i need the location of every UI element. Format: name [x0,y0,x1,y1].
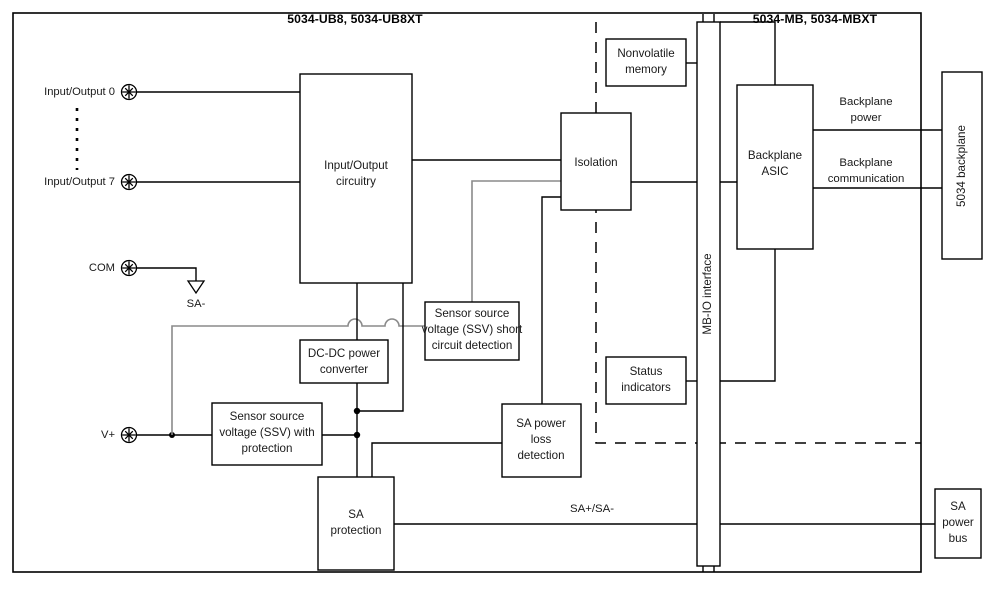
block-mb-io-interface[interactable]: MB-IO interface [696,21,721,567]
block-status-indicators-label-line2: indicators [621,381,671,394]
sa-minus-ground-symbol [186,280,206,295]
wire-com-to-sa-minus [137,267,197,281]
block-backplane-asic-label-line2: ASIC [761,165,788,178]
terminal-label-com: COM [89,262,115,274]
block-sa-power-bus[interactable]: SA power bus [934,488,982,559]
block-nvm-label-line2: memory [625,63,667,76]
wire-label-backplane-power-line2: power [850,112,881,124]
wire-mbio-to-backplane-asic-top [720,21,776,85]
block-backplane-asic[interactable]: Backplane ASIC [736,84,814,250]
block-ssv-short-circuit-detection[interactable]: Sensor source voltage (SSV) short circui… [422,301,523,361]
wire-gray-ssv-short-to-isolation [471,180,561,302]
terminal-io7 [120,173,138,191]
block-sa-power-bus-label-line3: bus [949,532,968,545]
block-sa-power-loss-label-line1: SA power [516,417,566,430]
terminal-label-io0: Input/Output 0 [44,86,115,98]
block-dcdc-label-line1: DC-DC power [308,347,380,360]
diagram-outer-frame [12,12,922,573]
terminal-label-vplus: V+ [101,429,115,441]
block-status-indicators[interactable]: Status indicators [605,356,687,405]
block-sa-power-bus-label-line1: SA [950,500,966,513]
block-ssv-short-label-line2: voltage (SSV) short [422,323,523,336]
block-5034-backplane[interactable]: 5034 backplane [941,71,983,260]
block-isolation-label: Isolation [574,156,617,169]
terminal-io0 [120,83,138,101]
terminal-label-io7: Input/Output 7 [44,176,115,188]
block-sa-power-loss-detection[interactable]: SA power loss detection [501,403,582,478]
block-nonvolatile-memory[interactable]: Nonvolatile memory [605,38,687,87]
block-sa-power-loss-label-line3: detection [517,449,564,462]
terminal-vplus [120,426,138,444]
block-ssv-short-label-line3: circuit detection [432,339,513,352]
block-dcdc-label-line2: converter [320,363,368,376]
wire-sa-bus-to-power-loss-detection [371,442,502,477]
wire-ssv-short-sense-branch [357,283,404,412]
wire-label-sa-plus-sa-minus: SA+/SA- [570,503,614,515]
section-title-left: 5034-UB8, 5034-UB8XT [287,12,423,26]
block-ssv-protection-label-line2: voltage (SSV) with [219,426,314,439]
block-ssv-with-protection[interactable]: Sensor source voltage (SSV) with protect… [211,402,323,466]
block-status-indicators-label-line1: Status [630,365,663,378]
wire-gray-vplus-to-ssv-short [171,318,425,435]
block-io-circuitry-label-line2: circuitry [336,175,376,188]
block-nvm-label-line1: Nonvolatile [617,47,674,60]
block-ssv-protection-label-line3: protection [242,442,293,455]
block-io-circuitry-label-line1: Input/Output [324,159,389,172]
section-title-right: 5034-MB, 5034-MBXT [753,12,878,26]
block-backplane-asic-label-line1: Backplane [748,149,802,162]
block-sa-protection-label-line1: SA [348,508,364,521]
wire-label-backplane-power-line1: Backplane [839,96,892,108]
wire-label-backplane-comm-line2: communication [828,173,905,185]
block-5034-backplane-label: 5034 backplane [955,125,968,207]
block-ssv-short-label-line1: Sensor source [435,307,510,320]
block-sa-power-bus-label-line2: power [942,516,974,529]
wire-label-sa-minus: SA- [187,298,206,310]
wire-sa-power-loss-to-isolation [541,196,561,404]
terminal-com [120,259,138,277]
block-io-circuitry[interactable]: Input/Output circuitry [299,73,413,284]
wire-label-backplane-comm-line1: Backplane [839,157,892,169]
block-sa-protection-label-line2: protection [331,524,382,537]
block-mb-io-interface-label: MB-IO interface [701,253,714,334]
block-isolation[interactable]: Isolation [560,112,632,211]
block-ssv-protection-label-line1: Sensor source [230,410,305,423]
block-dcdc-power-converter[interactable]: DC-DC power converter [299,339,389,384]
block-sa-protection[interactable]: SA protection [317,476,395,571]
wire-mbio-to-backplane-asic-bottom [720,249,776,382]
block-sa-power-loss-label-line2: loss [531,433,552,446]
